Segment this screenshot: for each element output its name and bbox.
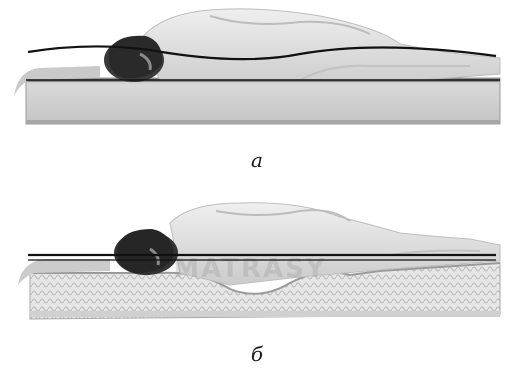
panel-a-caption: a	[0, 150, 514, 170]
panel-b: MATRASY	[0, 193, 514, 333]
panel-a	[0, 0, 514, 140]
person-side-lying	[140, 9, 500, 80]
head	[104, 36, 164, 82]
panel-a-illustration	[0, 0, 514, 140]
head	[114, 229, 178, 275]
watermark-text: MATRASY	[173, 254, 326, 284]
mattress-firm	[26, 78, 500, 124]
panel-b-caption: б	[0, 344, 514, 364]
panel-b-illustration: MATRASY	[0, 193, 514, 333]
